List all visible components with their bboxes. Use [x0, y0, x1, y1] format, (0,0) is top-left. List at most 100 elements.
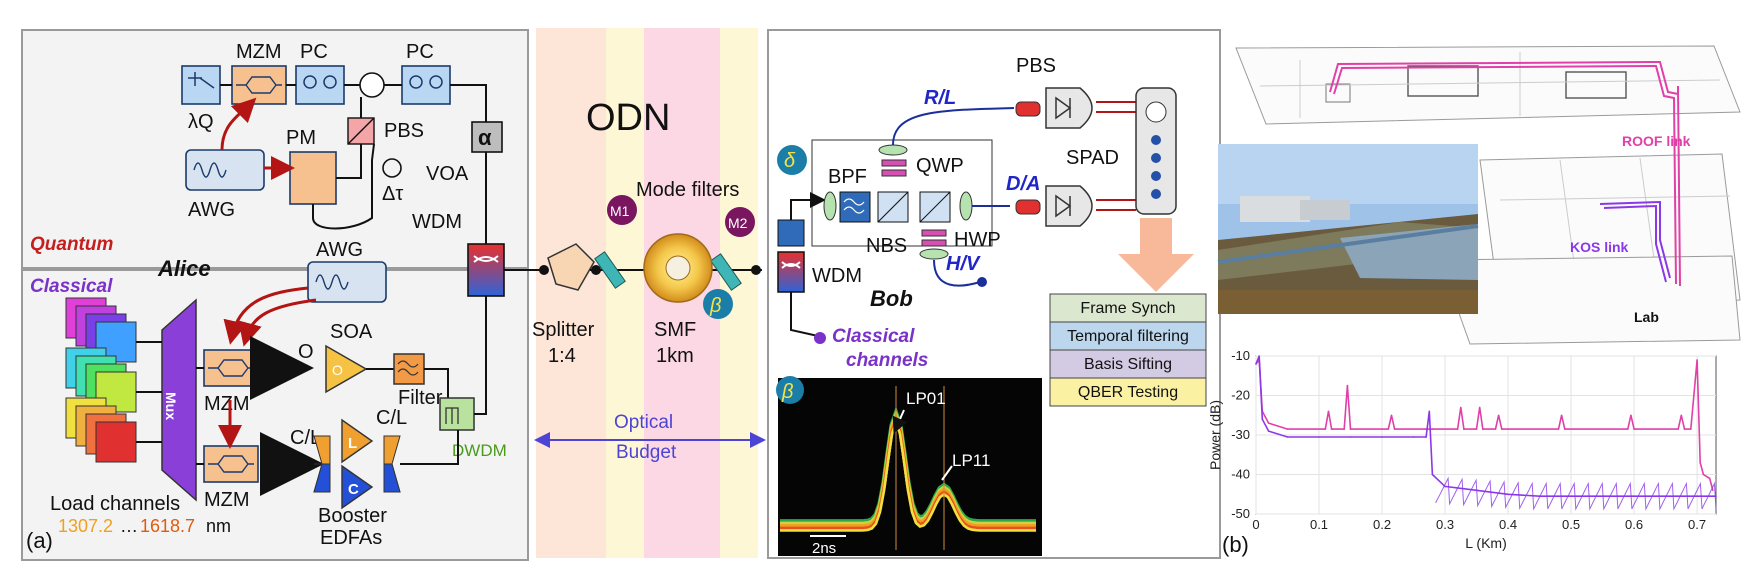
- series-point: [1463, 428, 1465, 430]
- series-point: [1680, 414, 1683, 417]
- series-point: [1482, 428, 1484, 430]
- series-point: [1633, 428, 1635, 430]
- wire-rl: [892, 107, 1015, 146]
- wire-pm-pbs: [336, 144, 362, 179]
- pbs-bob-top: [1015, 101, 1041, 117]
- series-point: [1381, 436, 1383, 438]
- beta-marker: [703, 289, 733, 319]
- classical-channels-1: Classical: [832, 326, 915, 347]
- hwp-plate-2: [921, 239, 947, 247]
- splitter-label: Splitter: [532, 319, 595, 341]
- bob-title: Bob: [870, 286, 913, 311]
- series-point: [1630, 414, 1632, 417]
- processing-arrow: [1118, 218, 1194, 292]
- arrow-awg-mzm-mid: [223, 286, 309, 345]
- lp11-label: LP11: [952, 451, 990, 470]
- series-point: [1330, 428, 1333, 430]
- da-label: D/A: [1006, 173, 1040, 195]
- y-tick-label: -20: [1231, 388, 1250, 403]
- processing-step-label: QBER Testing: [1078, 384, 1178, 401]
- booster-label: Booster: [318, 505, 387, 527]
- edfas-label: EDFAs: [320, 527, 382, 549]
- mode-filter-2: [710, 253, 742, 291]
- splitter-node-in: [539, 265, 549, 275]
- qwp-label: QWP: [916, 155, 964, 177]
- inset-beta-label: β: [781, 381, 793, 403]
- series-point: [1258, 355, 1260, 357]
- pc1-loop-icon: [303, 75, 317, 89]
- bpf-icon: [843, 198, 865, 214]
- series-point: [1431, 473, 1434, 476]
- series-point: [1261, 418, 1264, 421]
- roof-link-path-2: [1333, 64, 1677, 285]
- nbs-diagonal-icon: [877, 191, 909, 223]
- awg-top-waveform-icon: [193, 162, 227, 178]
- delta-marker: [777, 145, 807, 175]
- filter-label: Filter: [398, 387, 443, 409]
- splitter-ratio: 1:4: [548, 345, 576, 367]
- x-tick-label: 0.7: [1688, 517, 1706, 532]
- lens-1: [823, 191, 837, 221]
- x-tick-label: 0.6: [1625, 517, 1643, 532]
- mzm-top-label: MZM: [236, 41, 282, 63]
- bob-filter: [777, 219, 805, 247]
- series-point: [1478, 406, 1481, 409]
- m1-label: M1: [610, 203, 630, 219]
- odn-band-1: [536, 28, 606, 558]
- delay-loop-icon: [382, 158, 402, 178]
- pbs-diagonal-icon: [347, 117, 375, 145]
- budget-label: Budget: [616, 442, 677, 463]
- odn-band-2: [606, 28, 644, 558]
- x-tick-label: 0.5: [1562, 517, 1580, 532]
- series-point: [1494, 428, 1497, 430]
- wdm-bob-icon: [781, 261, 801, 269]
- alpha-label: α: [478, 125, 492, 150]
- series-point: [1497, 414, 1500, 417]
- x-tick-label: 0.2: [1373, 517, 1391, 532]
- m2-label: M2: [728, 215, 748, 231]
- series-point: [1712, 489, 1714, 492]
- load-channel-stack: [65, 297, 137, 463]
- series-point: [1708, 495, 1711, 498]
- series-point: [1708, 477, 1711, 480]
- series-point: [1267, 430, 1270, 432]
- series-point: [1557, 428, 1560, 430]
- m1-marker: [607, 195, 637, 225]
- lp01-arrow: [892, 409, 908, 434]
- pc2: [401, 65, 451, 105]
- mzm-low-icon: [208, 455, 254, 473]
- time-tagger-display-icon: [1145, 101, 1167, 123]
- rooftop-photo: [1217, 144, 1479, 314]
- series-point: [1475, 428, 1478, 430]
- arrow-awg-mzm: [220, 97, 257, 151]
- awg-mid-waveform-icon: [315, 274, 349, 290]
- series-point: [1387, 428, 1390, 430]
- kos-link-path: [1599, 200, 1671, 279]
- wire-booster-dwdm: [400, 430, 459, 465]
- wire-wdm-classical: [790, 292, 819, 337]
- series-point: [1393, 428, 1396, 430]
- circulator-icon: [359, 72, 385, 98]
- amp-l-label: L: [348, 435, 357, 452]
- series-point: [1428, 410, 1431, 413]
- series-point: [1633, 495, 1635, 498]
- pc2-loop2-icon: [429, 75, 443, 89]
- odn-title: ODN: [586, 97, 670, 139]
- smf-spool-hub: [665, 255, 691, 281]
- x-tick-label: 0.1: [1310, 517, 1328, 532]
- classical-port: [814, 332, 826, 344]
- lab-label: Lab: [1634, 309, 1659, 325]
- lens-da: [959, 191, 973, 221]
- lens-hv: [919, 248, 949, 260]
- wl-start: 1307.2: [58, 516, 113, 536]
- processing-step: [1049, 349, 1207, 379]
- y-tick-label: -10: [1231, 348, 1250, 363]
- pc2-loop-icon: [409, 75, 423, 89]
- pc1-label: PC: [300, 41, 328, 63]
- pc1-loop2-icon: [323, 75, 337, 89]
- pc1: [295, 65, 345, 105]
- series-point: [1425, 436, 1427, 438]
- hwp-plate: [921, 229, 947, 237]
- mux: [161, 298, 197, 502]
